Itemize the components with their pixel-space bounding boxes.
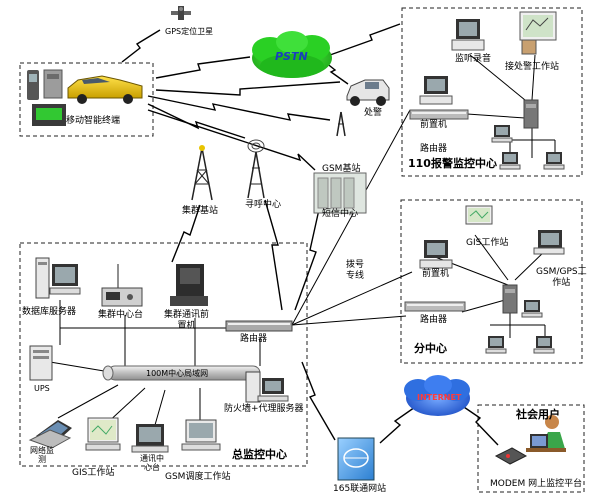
monitor-record-label: 监听录音	[455, 54, 492, 64]
gsm-gps-workstation-icon	[533, 230, 565, 255]
gis-workstation-main-icon	[85, 417, 121, 451]
firewall-server-icon	[245, 371, 289, 403]
ups-label: UPS	[34, 384, 50, 393]
dispatch-workstation-icon	[519, 11, 557, 55]
trunk-base-label: 集群基站	[182, 206, 219, 216]
terminal-unit-icon	[43, 69, 63, 99]
internet-label: INTERNET	[417, 393, 462, 402]
network-monitor-label: 网络监 测	[30, 446, 54, 464]
center-110-box	[401, 7, 583, 177]
workstation-110-a-icon	[491, 125, 513, 143]
gis-workstation-sub-icon	[465, 205, 493, 225]
unicom-site-icon	[337, 437, 375, 481]
front-computer-sub-icon	[419, 240, 453, 269]
database-server-icon	[35, 257, 81, 299]
trunk-console-label: 集群中心台	[98, 310, 144, 320]
wireless-links	[121, 23, 499, 446]
sub-center-title: 分中心	[414, 342, 447, 355]
workstation-sub-a-icon	[485, 336, 507, 354]
lan-label: 100M中心局域网	[146, 369, 209, 378]
dispatch-workstation-label: 接处警工作站	[505, 62, 560, 72]
laptop-icon	[28, 420, 72, 449]
gis-sub-label: GIS工作站	[466, 238, 509, 248]
unicom-label: 165联通网站	[333, 484, 387, 494]
trunk-front-label: 集群通讯前 置机	[164, 310, 210, 331]
router-110-label: 路由器	[420, 144, 448, 154]
sub-center-box	[400, 199, 583, 364]
social-user-person-icon	[526, 415, 566, 452]
trunk-tower-icon	[191, 145, 213, 201]
dedicated-line-label: 拨号 专线	[346, 260, 365, 281]
router-sub-label: 路由器	[420, 315, 448, 325]
router-sub-icon	[404, 301, 466, 312]
gsm-base-station-icon	[313, 172, 367, 214]
console-main-label: 通讯中 心台	[140, 454, 164, 472]
gps-satellite-icon	[171, 6, 191, 20]
lcd-terminal-icon	[32, 104, 66, 126]
modem-label: MODEM 网上监控平台	[490, 479, 583, 489]
trunk-front-computer-icon	[170, 264, 208, 306]
trunk-console-icon	[101, 264, 143, 307]
recording-computer-icon	[451, 19, 485, 51]
mobile-terminal-label: 移动智能终端	[66, 116, 121, 126]
router-110-icon	[409, 109, 469, 120]
main-center-title: 总监控中心	[232, 448, 287, 461]
gsm-dispatch-workstation-icon	[181, 419, 221, 451]
police-label: 处警	[364, 108, 383, 118]
patrol-car-icon	[67, 75, 143, 104]
paging-center-label: 寻呼中心	[245, 200, 282, 210]
main-router-icon	[225, 320, 293, 332]
console-main-icon	[131, 424, 169, 453]
social-user-title: 社会用户	[516, 408, 560, 421]
lan-pipe	[102, 365, 261, 381]
workstation-110-c-icon	[543, 152, 565, 170]
db-server-label: 数据库服务器	[22, 307, 77, 317]
modem-icon	[494, 447, 528, 465]
social-user-box	[477, 404, 585, 493]
paging-tower-icon	[247, 139, 265, 199]
workstation-sub-c-icon	[521, 300, 543, 318]
front-sub-label: 前置机	[422, 269, 450, 279]
pstn-label: PSTN	[275, 50, 308, 63]
mobile-phone-icon	[27, 70, 39, 100]
hub-sub-icon	[502, 284, 518, 314]
gsm-base-label: GSM基站	[322, 164, 361, 174]
gsm-gps-label: GSM/GPS工 作站	[536, 267, 587, 288]
main-router-label: 路由器	[240, 334, 268, 344]
sms-center-label: 短信中心	[322, 209, 359, 219]
internet-cloud-icon	[404, 375, 470, 416]
workstation-110-b-icon	[499, 152, 521, 170]
workstation-sub-b-icon	[533, 336, 555, 354]
front-110-label: 前置机	[420, 120, 448, 130]
firewall-label: 防火墙+代理服务器	[224, 404, 304, 414]
main-center-box	[19, 242, 308, 467]
gsm-antenna-icon	[336, 111, 346, 137]
gis-main-label: GIS工作站	[72, 468, 115, 478]
hub-110-icon	[523, 99, 539, 129]
center-110-title: 110报警监控中心	[408, 157, 497, 170]
mobile-terminal-box	[19, 62, 154, 137]
gps-label: GPS定位卫星	[165, 27, 214, 36]
police-vehicle-icon	[346, 79, 390, 106]
gsm-dispatch-label: GSM调度工作站	[165, 472, 231, 482]
front-computer-110-icon	[419, 76, 453, 105]
pstn-cloud-icon	[252, 31, 332, 78]
ups-icon	[29, 345, 53, 381]
